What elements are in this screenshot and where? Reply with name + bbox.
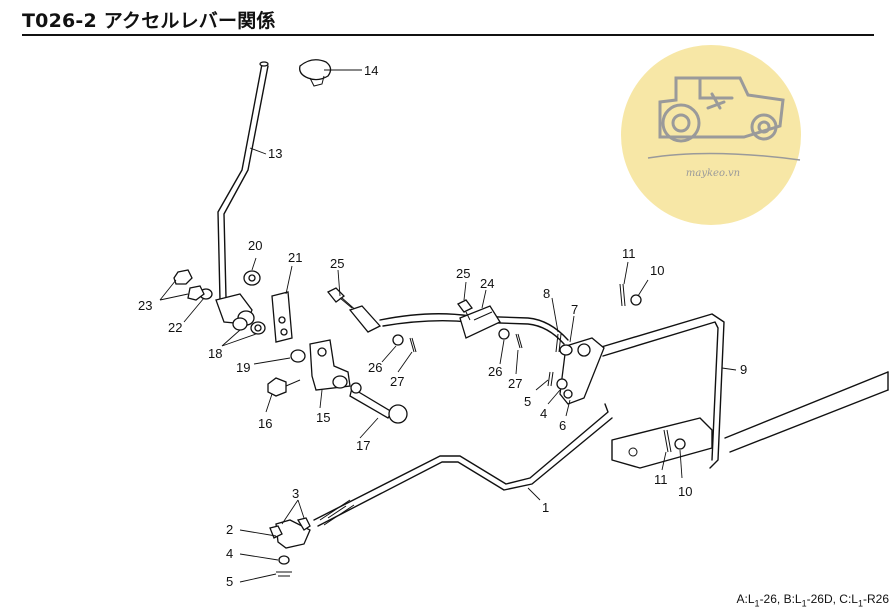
callout-13: 13	[268, 146, 282, 161]
watermark-logo: maykeo.vn	[621, 45, 801, 225]
callout-27-right: 27	[508, 376, 522, 391]
callout-19: 19	[236, 360, 250, 375]
bracket-21	[271, 291, 293, 343]
callout-18: 18	[208, 346, 222, 361]
callout-24: 24	[480, 276, 494, 291]
callout-15: 15	[316, 410, 330, 425]
callout-4-lower: 4	[226, 546, 233, 561]
washer-19	[290, 349, 306, 363]
lever-13	[217, 61, 269, 301]
bolt-25-right	[457, 299, 473, 313]
callout-5-upper: 5	[524, 394, 531, 409]
callout-14: 14	[364, 63, 378, 78]
callout-8: 8	[543, 286, 550, 301]
plate-7	[559, 337, 605, 405]
callout-3: 3	[292, 486, 299, 501]
callout-17: 17	[356, 438, 370, 453]
pivot-boss	[173, 269, 266, 335]
page-title: T026-2 アクセルレバー関係	[22, 10, 276, 32]
knob-14	[299, 59, 332, 87]
callout-9: 9	[740, 362, 747, 377]
plate-fasteners	[547, 333, 568, 390]
pin-17	[349, 382, 408, 424]
title-underline	[22, 34, 874, 36]
bottom-linkage	[269, 517, 311, 577]
frame-bracket	[611, 371, 889, 469]
rod-1	[313, 403, 613, 527]
callout-4-upper: 4	[540, 406, 547, 421]
leader-lines	[159, 69, 737, 583]
bolt-25-left	[326, 287, 353, 309]
fasteners-top	[619, 283, 642, 307]
model-applicability-note: A:L1-26, B:L1-26D, C:L1-R26	[736, 592, 889, 609]
callout-11-top: 11	[622, 246, 636, 261]
tractor-icon	[658, 76, 785, 143]
callout-27-left: 27	[390, 374, 404, 389]
callout-7: 7	[571, 302, 578, 317]
callout-21: 21	[288, 250, 302, 265]
watermark-swoosh	[647, 152, 801, 161]
callout-23: 23	[138, 298, 152, 313]
callout-1: 1	[542, 500, 549, 515]
callout-10-bottom: 10	[678, 484, 692, 499]
callout-10-top: 10	[650, 263, 664, 278]
callout-11-bottom: 11	[654, 472, 668, 487]
callout-5-lower: 5	[226, 574, 233, 589]
callout-26-right: 26	[488, 364, 502, 379]
bracket-24	[459, 305, 501, 339]
bolt-16	[267, 377, 301, 397]
watermark-text: maykeo.vn	[686, 168, 740, 179]
callout-20: 20	[248, 238, 262, 253]
callout-labels: 14 13 20 21 25 25 24 8 7 11 10 23 22 18 …	[138, 63, 747, 589]
washers-and-pins	[392, 328, 523, 353]
callout-2: 2	[226, 522, 233, 537]
watermark-circle	[621, 45, 801, 225]
rod-9	[597, 313, 725, 469]
callout-16: 16	[258, 416, 272, 431]
callout-25-right: 25	[456, 266, 470, 281]
callout-22: 22	[168, 320, 182, 335]
throttle-cable	[341, 297, 569, 345]
callout-6: 6	[559, 418, 566, 433]
callout-25-left: 25	[330, 256, 344, 271]
bracket-15	[309, 339, 351, 391]
fasteners-bottom	[663, 429, 686, 453]
callout-26-left: 26	[368, 360, 382, 375]
